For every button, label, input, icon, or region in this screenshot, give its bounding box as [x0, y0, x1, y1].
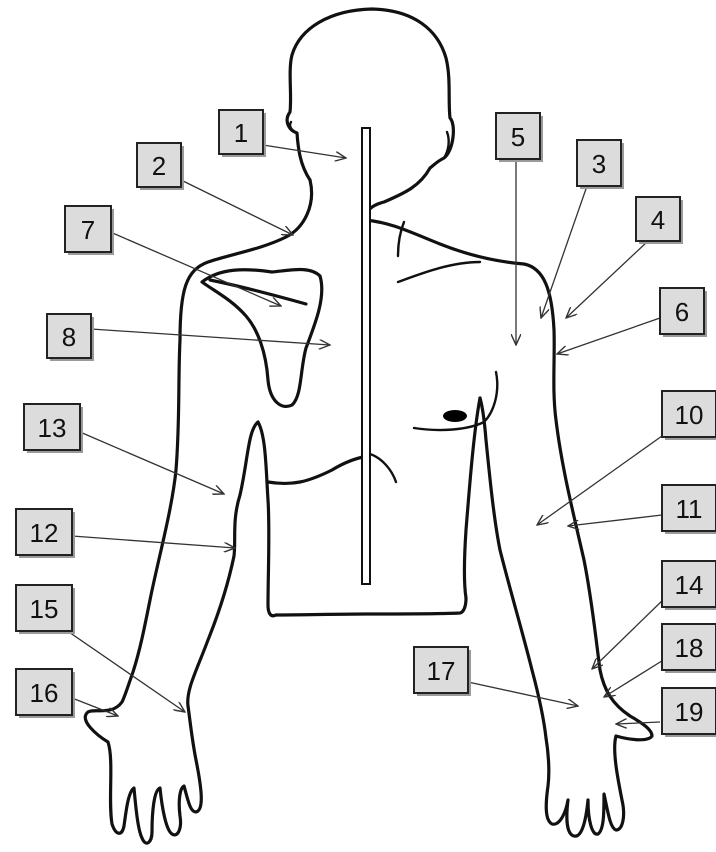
leader-arrow-17	[468, 682, 578, 706]
label-number: 7	[81, 215, 95, 245]
label-box-15: 15	[16, 585, 75, 634]
label-number: 17	[427, 656, 456, 686]
label-number: 10	[675, 400, 704, 430]
leader-arrow-14	[592, 596, 667, 669]
leader-arrow-7	[108, 231, 281, 306]
label-number: 2	[152, 151, 166, 181]
label-box-5: 5	[496, 113, 543, 162]
label-box-18: 18	[662, 624, 716, 673]
label-number: 19	[675, 697, 704, 727]
label-box-10: 10	[662, 391, 716, 440]
right-outer-contour	[365, 220, 652, 836]
label-box-3: 3	[577, 140, 624, 189]
leader-arrow-8	[91, 329, 330, 345]
label-box-4: 4	[636, 197, 683, 244]
right-nipple	[443, 410, 467, 422]
leader-arrow-4	[566, 241, 648, 318]
label-number: 8	[62, 322, 76, 352]
label-box-2: 2	[137, 143, 184, 190]
waist-line	[276, 598, 466, 615]
label-box-14: 14	[662, 561, 716, 610]
right-clavicle-line	[398, 262, 480, 282]
label-number: 6	[675, 297, 689, 327]
leader-arrow-2	[181, 180, 293, 235]
label-number: 15	[30, 594, 59, 624]
left-outer-contour	[85, 180, 311, 843]
leader-arrow-12	[72, 536, 235, 548]
label-number: 3	[592, 149, 606, 179]
label-number: 16	[30, 678, 59, 708]
label-box-17: 17	[414, 647, 471, 696]
left-torso-side	[268, 456, 368, 484]
label-number: 18	[675, 633, 704, 663]
midline-divider	[362, 128, 370, 584]
label-number: 14	[675, 570, 704, 600]
label-box-13: 13	[24, 404, 83, 453]
label-box-6: 6	[660, 288, 707, 337]
leader-arrow-11	[568, 515, 662, 526]
leader-arrow-13	[80, 432, 224, 494]
label-box-16: 16	[16, 669, 75, 718]
left-inner-arm	[188, 422, 276, 706]
leader-arrow-1	[263, 145, 346, 158]
label-number: 12	[30, 518, 59, 548]
label-box-7: 7	[65, 206, 114, 255]
leader-arrow-15	[66, 630, 185, 712]
leader-arrow-3	[541, 186, 587, 318]
abdomen-fold-line	[370, 454, 396, 482]
leader-arrow-10	[537, 436, 662, 525]
label-number: 1	[234, 118, 248, 148]
scapular-spine	[210, 280, 306, 304]
leader-arrow-6	[557, 318, 660, 354]
label-box-12: 12	[16, 509, 75, 558]
label-number: 13	[38, 413, 67, 443]
label-number: 4	[651, 205, 665, 235]
label-box-1: 1	[219, 110, 266, 157]
leader-arrow-16	[72, 698, 118, 716]
label-box-11: 11	[662, 485, 716, 534]
label-box-19: 19	[662, 688, 716, 737]
label-number: 5	[511, 122, 525, 152]
label-number: 11	[676, 494, 703, 524]
leader-arrow-18	[604, 659, 665, 697]
label-box-8: 8	[47, 314, 94, 361]
